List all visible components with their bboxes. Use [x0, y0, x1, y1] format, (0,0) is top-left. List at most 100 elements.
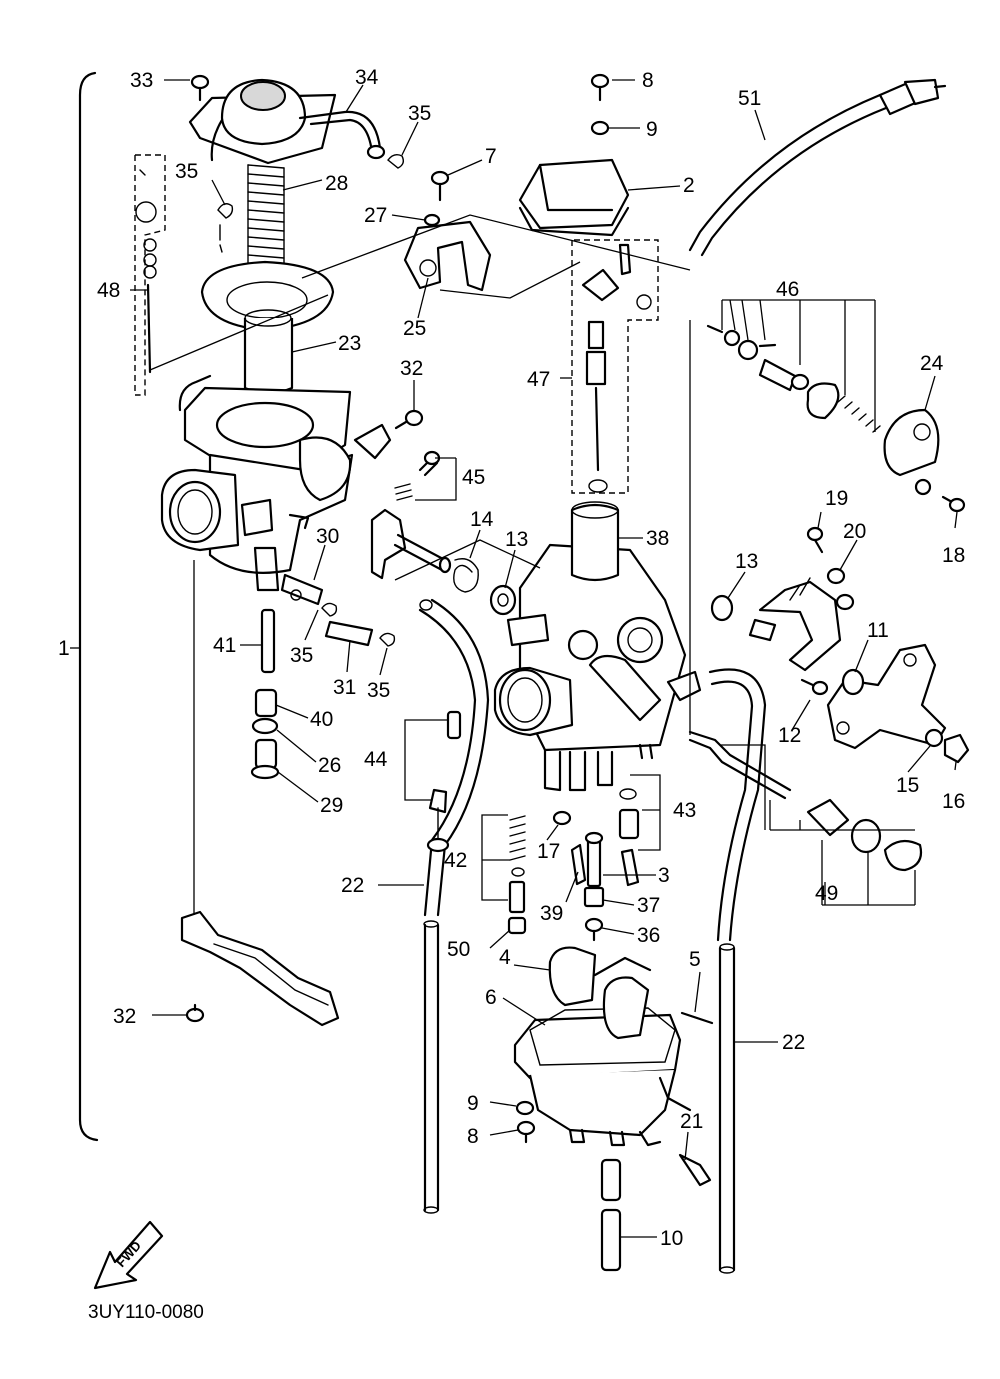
callout-23: 23 — [338, 332, 361, 355]
callout-28: 28 — [325, 172, 348, 195]
clip-35-b — [217, 203, 234, 253]
callout-33: 33 — [130, 69, 153, 92]
screw-32-lower — [185, 1003, 205, 1023]
washer-9-top — [590, 120, 610, 136]
callout-9: 9 — [646, 118, 658, 141]
callout-19: 19 — [825, 487, 848, 510]
throttle-cable-51 — [688, 78, 947, 257]
callout-8: 8 — [467, 1125, 479, 1148]
callout-9: 9 — [467, 1092, 479, 1115]
diagram-code: 3UY110-0080 — [88, 1302, 204, 1323]
pin-5 — [680, 1011, 714, 1025]
pilot-jet-set-42 — [507, 815, 527, 935]
washer-27 — [423, 213, 441, 227]
callout-20: 20 — [843, 520, 866, 543]
drain-plug-29 — [250, 738, 280, 780]
callout-36: 36 — [637, 924, 660, 947]
callout-35: 35 — [175, 160, 198, 183]
screw-32-upper — [394, 409, 424, 430]
callout-14: 14 — [470, 508, 494, 531]
callout-25: 25 — [403, 317, 426, 340]
callout-22: 22 — [341, 874, 364, 897]
callout-15: 15 — [896, 774, 919, 797]
callout-35: 35 — [290, 644, 313, 667]
washer-17 — [552, 810, 572, 826]
callout-50: 50 — [447, 938, 470, 961]
callout-11: 11 — [867, 619, 889, 642]
pilot-jet-44 — [426, 710, 462, 853]
throttle-lever-25 — [403, 220, 492, 292]
callout-34: 34 — [355, 66, 379, 89]
callout-38: 38 — [646, 527, 669, 550]
choke-lever-assembly — [370, 508, 541, 616]
callout-32: 32 — [113, 1005, 136, 1028]
jet-needle-set-47 — [571, 239, 659, 494]
callout-13: 13 — [505, 528, 528, 551]
hose-10 — [600, 1158, 622, 1272]
pipe-30 — [280, 573, 324, 606]
choke-plate-13 — [710, 577, 855, 672]
fuel-hose-22-left — [418, 598, 490, 1214]
callout-31: 31 — [333, 676, 356, 699]
callout-49: 49 — [815, 882, 838, 905]
callout-35: 35 — [367, 679, 390, 702]
callout-16: 16 — [942, 790, 965, 813]
screw-8-bottom — [516, 1120, 536, 1144]
callout-leaders — [70, 79, 958, 1238]
callout-40: 40 — [310, 708, 333, 731]
callout-12: 12 — [778, 724, 801, 747]
pilot-screw-45 — [394, 450, 441, 501]
nut-15-16 — [924, 728, 970, 764]
callout-41: 41 — [213, 634, 236, 657]
linkage-line-c — [149, 294, 329, 371]
callout-43: 43 — [673, 799, 696, 822]
callout-32: 32 — [400, 357, 423, 380]
callout-47: 47 — [527, 368, 550, 391]
screw-19-20 — [806, 526, 846, 585]
rear-carburetor-body — [160, 374, 392, 592]
callout-10: 10 — [660, 1227, 683, 1250]
callout-17: 17 — [537, 840, 560, 863]
throttle-stop-housing-24 — [883, 408, 940, 496]
callout-26: 26 — [318, 754, 341, 777]
washer-9-bottom — [515, 1100, 535, 1116]
callout-48: 48 — [97, 279, 120, 302]
screw-7 — [430, 170, 450, 202]
callout-5: 5 — [689, 948, 701, 971]
top-cover-group — [188, 78, 386, 165]
screw-12 — [800, 678, 829, 696]
callout-24: 24 — [920, 352, 944, 375]
clip-35-a — [387, 153, 405, 169]
choke-bracket-11 — [826, 643, 947, 750]
callout-27: 27 — [364, 204, 387, 227]
callout-39: 39 — [540, 902, 563, 925]
choke-plunger-49 — [688, 320, 923, 906]
callout-8: 8 — [642, 69, 654, 92]
linkage-line-b — [439, 261, 581, 299]
spring-28 — [247, 164, 285, 273]
assembly-bracket — [78, 71, 99, 1142]
needle-jet-40 — [254, 688, 278, 718]
callout-35: 35 — [408, 102, 431, 125]
forward-arrow-icon: FWD — [93, 1220, 164, 1290]
front-carburetor-body — [493, 501, 702, 792]
throttle-stop-46 — [706, 299, 881, 433]
pipe-31 — [321, 602, 396, 647]
callout-13: 13 — [735, 550, 758, 573]
callout-2: 2 — [683, 174, 695, 197]
linkage-line-a — [301, 214, 691, 279]
callout-30: 30 — [316, 525, 339, 548]
screw-18 — [941, 495, 966, 513]
callout-7: 7 — [485, 145, 497, 168]
screw-33-top — [190, 74, 210, 102]
washer-36 — [584, 917, 604, 942]
jet-needle-set-48 — [134, 154, 166, 396]
callout-3: 3 — [658, 864, 670, 887]
fuel-hose-22-right — [708, 668, 767, 1274]
washer-26 — [251, 717, 279, 735]
callout-4: 4 — [499, 946, 511, 969]
top-cover-2 — [518, 158, 630, 237]
callout-21: 21 — [680, 1110, 703, 1133]
callout-6: 6 — [485, 986, 497, 1009]
